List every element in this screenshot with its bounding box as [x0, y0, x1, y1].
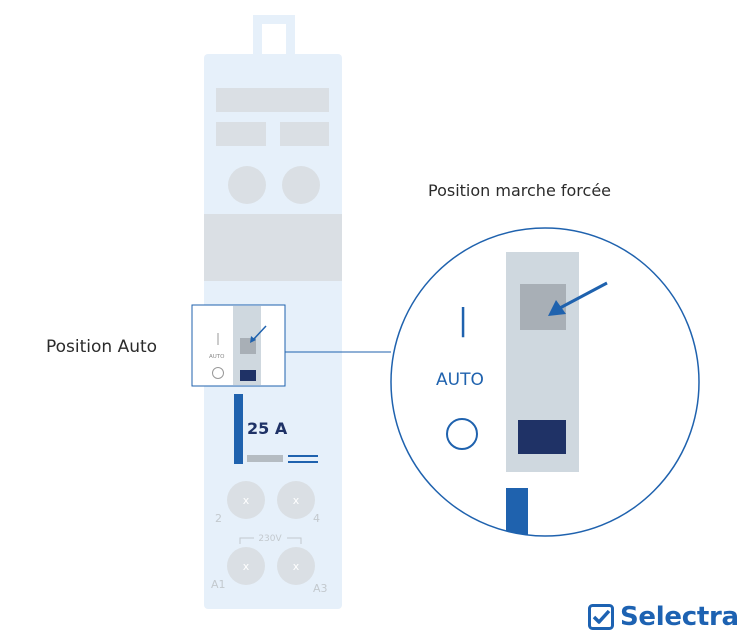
- small-selector-block: [240, 370, 256, 381]
- rating-bar: [234, 394, 243, 464]
- round-button-right: [282, 166, 320, 204]
- svg-text:x: x: [243, 560, 250, 573]
- voltage-label: 230V: [258, 534, 282, 544]
- terminal-label-4: 4: [313, 512, 320, 525]
- terminal-a3: x: [277, 547, 315, 585]
- zoom-auto-label: AUTO: [436, 370, 484, 390]
- brand-name: Selectra: [620, 602, 739, 632]
- device-hook: [253, 15, 295, 58]
- zoom-arrow-icon: [557, 281, 608, 311]
- zoom-on-mark: |: [458, 303, 468, 338]
- terminal-2: x: [227, 481, 265, 519]
- small-auto-label: AUTO: [209, 354, 225, 360]
- right-slot: [280, 122, 329, 146]
- left-slot: [216, 122, 266, 146]
- voltage-bracket: 230V: [239, 534, 302, 544]
- top-slot: [216, 88, 329, 112]
- terminal-a1: x: [227, 547, 265, 585]
- terminal-label-a1: A1: [211, 578, 226, 591]
- zoom-off-mark: [446, 418, 478, 450]
- terminal-label-2: 2: [215, 512, 222, 525]
- rating-label: 25 A: [247, 419, 288, 438]
- magnifier-content: [506, 252, 608, 536]
- zoom-off-block: [518, 420, 566, 454]
- terminal-4: x: [277, 481, 315, 519]
- zoom-blue-bar: [506, 488, 528, 536]
- middle-band: [204, 214, 342, 281]
- terminal-label-a3: A3: [313, 582, 328, 595]
- brand-logo: Selectra: [588, 600, 739, 634]
- small-arrow-icon: [251, 325, 267, 342]
- round-button-left: [228, 166, 266, 204]
- small-off-mark: [212, 367, 224, 379]
- rating-gray-strip: [247, 455, 283, 462]
- position-auto-label: Position Auto: [46, 337, 157, 357]
- svg-text:x: x: [293, 494, 300, 507]
- check-box-icon: [588, 604, 614, 630]
- svg-text:x: x: [243, 494, 250, 507]
- svg-text:x: x: [293, 560, 300, 573]
- position-forced-label: Position marche forcée: [428, 181, 611, 200]
- small-selector: AUTO: [191, 304, 286, 387]
